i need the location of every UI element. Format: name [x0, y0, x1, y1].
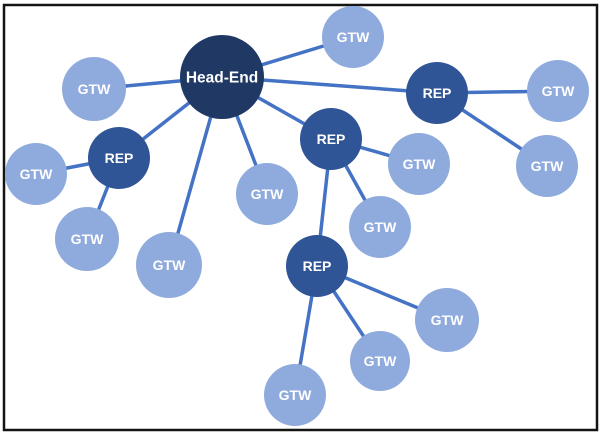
node-label-gtw-6: GTW [337, 29, 370, 45]
node-label-gtw-3: GTW [71, 231, 104, 247]
node-circle-gtw-3 [55, 207, 119, 271]
node-gtw-12: GTW [350, 331, 410, 391]
node-head-end: Head-End [180, 35, 264, 119]
node-rep-3: REP [406, 62, 468, 124]
node-label-gtw-13: GTW [279, 387, 312, 403]
node-circle-gtw-7 [527, 60, 589, 122]
node-label-rep-2: REP [317, 131, 346, 147]
node-circle-gtw-13 [264, 364, 326, 426]
node-rep-4: REP [286, 235, 348, 297]
node-label-gtw-8: GTW [531, 158, 564, 174]
node-circle-gtw-1 [62, 57, 126, 121]
node-label-gtw-2: GTW [20, 166, 53, 182]
node-label-gtw-9: GTW [403, 156, 436, 172]
node-gtw-11: GTW [415, 288, 479, 352]
node-label-gtw-5: GTW [251, 186, 284, 202]
node-circle-gtw-10 [349, 196, 411, 258]
node-circle-gtw-4 [136, 232, 202, 298]
node-gtw-9: GTW [388, 133, 450, 195]
node-circle-head-end [180, 35, 264, 119]
node-circle-gtw-6 [322, 6, 384, 68]
node-label-gtw-12: GTW [364, 353, 397, 369]
node-label-head-end: Head-End [186, 70, 258, 87]
node-circle-rep-3 [406, 62, 468, 124]
node-gtw-2: GTW [5, 143, 67, 205]
node-rep-2: REP [300, 108, 362, 170]
node-gtw-8: GTW [516, 135, 578, 197]
node-gtw-7: GTW [527, 60, 589, 122]
node-label-gtw-11: GTW [431, 312, 464, 328]
node-circle-gtw-12 [350, 331, 410, 391]
node-label-gtw-7: GTW [542, 83, 575, 99]
node-gtw-10: GTW [349, 196, 411, 258]
node-circle-gtw-11 [415, 288, 479, 352]
node-circle-rep-2 [300, 108, 362, 170]
node-label-gtw-4: GTW [153, 257, 186, 273]
node-label-gtw-1: GTW [78, 81, 111, 97]
node-circle-rep-4 [286, 235, 348, 297]
node-circle-rep-1 [88, 127, 150, 189]
node-circle-gtw-9 [388, 133, 450, 195]
node-circle-gtw-2 [5, 143, 67, 205]
node-gtw-5: GTW [236, 163, 298, 225]
node-gtw-3: GTW [55, 207, 119, 271]
node-gtw-1: GTW [62, 57, 126, 121]
node-circle-gtw-8 [516, 135, 578, 197]
node-label-rep-3: REP [423, 85, 452, 101]
node-gtw-6: GTW [322, 6, 384, 68]
node-gtw-13: GTW [264, 364, 326, 426]
node-circle-gtw-5 [236, 163, 298, 225]
node-label-gtw-10: GTW [364, 219, 397, 235]
node-rep-1: REP [88, 127, 150, 189]
node-gtw-4: GTW [136, 232, 202, 298]
node-label-rep-1: REP [105, 150, 134, 166]
node-label-rep-4: REP [303, 258, 332, 274]
